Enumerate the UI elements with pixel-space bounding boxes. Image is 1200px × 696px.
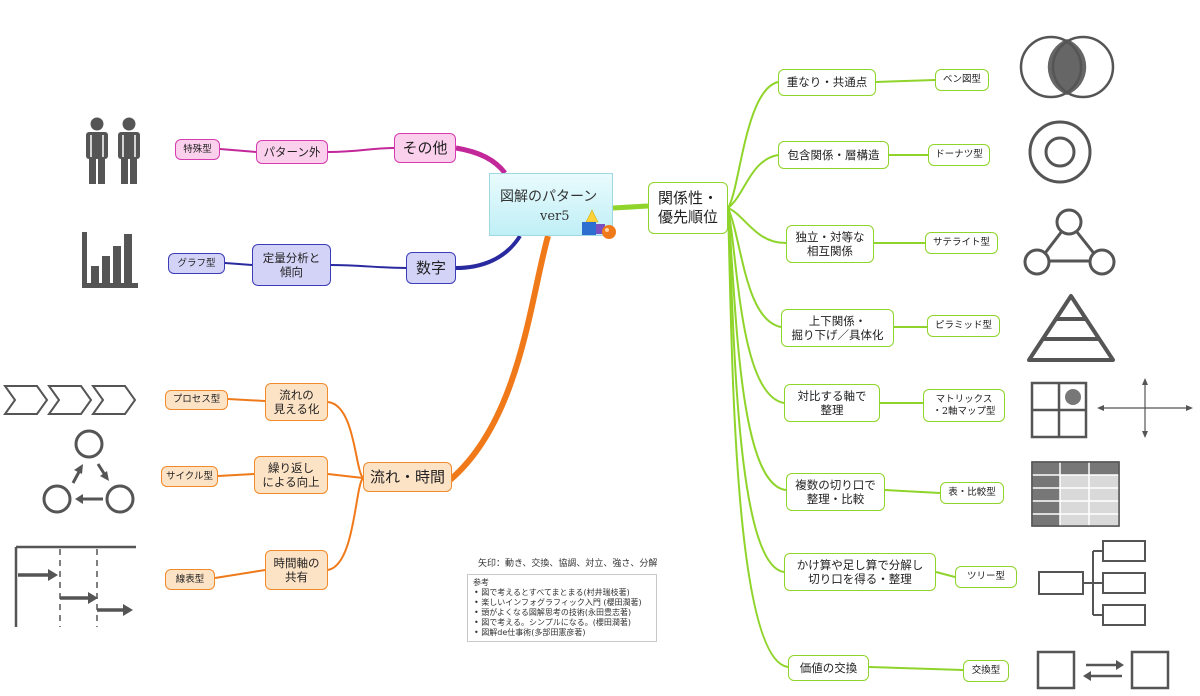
relations-item-contrast[interactable]: 対比する軸で 整理: [784, 384, 880, 422]
connector-central-numbers: [455, 234, 522, 270]
people-icon: [86, 117, 140, 184]
tree-icon: [1038, 540, 1146, 626]
branch-relations[interactable]: 関係性・ 優先順位: [648, 182, 728, 234]
leaf-exchange[interactable]: 交換型: [963, 660, 1009, 682]
navy-connectors: [224, 262, 407, 269]
leaf-donut[interactable]: ドーナツ型: [928, 144, 990, 166]
leaf-timeline[interactable]: 線表型: [165, 569, 215, 590]
connector-central-flow: [448, 235, 551, 483]
process-arrows-icon: [3, 385, 137, 415]
bar-chart-icon: [82, 232, 138, 288]
references-title: 参考: [473, 578, 489, 587]
satellite-icon: [1023, 208, 1116, 276]
reference-item: 図で考える。シンプルになる。(櫻田潤著): [474, 618, 651, 628]
magenta-connectors: [219, 147, 395, 153]
flow-item-visualize[interactable]: 流れの 見える化: [265, 383, 328, 421]
leaf-table[interactable]: 表・比較型: [940, 482, 1004, 504]
leaf-satellite[interactable]: サテライト型: [925, 232, 998, 254]
donut-icon: [1028, 120, 1092, 184]
central-version: ver5: [540, 209, 570, 224]
leaf-special[interactable]: 特殊型: [175, 139, 220, 160]
reference-item: 楽しいインフォグラフィック入門 (櫻田潤著): [474, 598, 651, 608]
matrix-icon: [1030, 381, 1088, 439]
reference-item: 頭がよくなる図解思考の技術(永田豊志著): [474, 608, 651, 618]
leaf-cycle[interactable]: サイクル型: [161, 466, 218, 487]
relations-item-hierarchy[interactable]: 上下関係・ 掘り下げ／具体化: [781, 309, 894, 347]
axes-cross-icon: [1097, 378, 1193, 438]
exchange-icon: [1036, 650, 1170, 690]
numbers-sub[interactable]: 定量分析と 傾向: [252, 244, 331, 286]
branch-other[interactable]: その他: [394, 133, 456, 163]
flow-item-cycle[interactable]: 繰り返し による向上: [254, 456, 328, 494]
relations-item-decompose[interactable]: かけ算や足し算で分解し 切り口を得る・整理: [784, 553, 936, 591]
orange-connectors: [214, 398, 364, 579]
arrow-note: 矢印：動き、交換、協調、対立、強さ、分解: [478, 559, 658, 569]
pyramid-icon: [1027, 294, 1115, 362]
relations-item-independent[interactable]: 独立・対等な 相互関係: [786, 225, 874, 263]
green-connectors: [727, 79, 964, 671]
references-box: 参考 図で考えるとすべてまとまる(村井瑞枝著) 楽しいインフォグラフィック入門 …: [467, 574, 657, 642]
relations-item-compare[interactable]: 複数の切り口で 整理・比較: [786, 473, 885, 511]
flow-item-timeline[interactable]: 時間軸の 共有: [265, 550, 328, 590]
cycle-icon: [42, 429, 135, 514]
reference-item: 図解de仕事術(多部田憲彦著): [474, 628, 651, 638]
relations-item-overlap[interactable]: 重なり・共通点: [778, 69, 876, 96]
shapes-deco-icon: [582, 209, 616, 239]
leaf-pyramid[interactable]: ピラミッド型: [927, 315, 1000, 337]
timeline-icon: [14, 545, 136, 627]
leaf-tree[interactable]: ツリー型: [955, 566, 1017, 588]
connector-central-other: [455, 145, 507, 175]
branch-flow[interactable]: 流れ・時間: [363, 462, 452, 492]
leaf-matrix[interactable]: マトリックス ・2軸マップ型: [923, 389, 1005, 422]
central-title: 図解のパターン: [500, 189, 598, 205]
connector-central-relations: [612, 203, 649, 211]
other-sub[interactable]: パターン外: [256, 140, 328, 164]
table-icon: [1031, 461, 1120, 527]
venn-diagram-icon: [1019, 35, 1115, 99]
branch-numbers[interactable]: 数字: [406, 252, 456, 284]
leaf-process[interactable]: プロセス型: [165, 390, 228, 410]
leaf-graph[interactable]: グラフ型: [168, 253, 225, 274]
relations-item-exchange[interactable]: 価値の交換: [788, 655, 869, 681]
relations-item-inclusion[interactable]: 包含関係・層構造: [778, 141, 889, 169]
reference-item: 図で考えるとすべてまとまる(村井瑞枝著): [474, 588, 651, 598]
leaf-venn[interactable]: ベン図型: [935, 69, 989, 91]
